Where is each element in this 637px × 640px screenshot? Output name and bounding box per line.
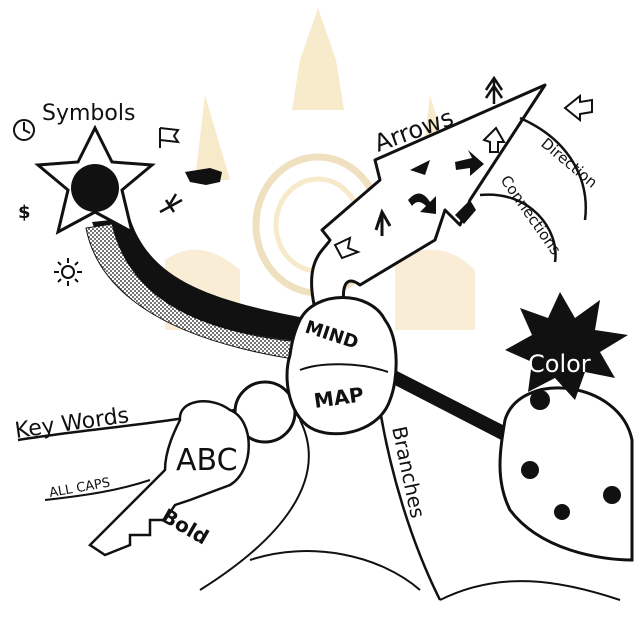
sun-icon bbox=[54, 258, 82, 286]
connections-label: Connections bbox=[497, 172, 565, 258]
direction-label: Direction bbox=[537, 134, 600, 191]
bottom-curve bbox=[440, 581, 620, 600]
arrow-up-double-icon bbox=[486, 78, 502, 104]
clock-icon bbox=[14, 120, 34, 140]
paint-blob bbox=[521, 461, 539, 479]
paint-blob bbox=[603, 486, 621, 504]
dollar-icon: $ bbox=[18, 202, 31, 223]
airplane-icon bbox=[160, 194, 182, 212]
color-starburst bbox=[505, 292, 628, 400]
palette bbox=[500, 388, 632, 560]
star-black-circle bbox=[71, 164, 119, 212]
mind-map-brain bbox=[287, 298, 396, 434]
symbols-label: Symbols bbox=[42, 101, 135, 126]
abc-label: ABC bbox=[176, 443, 238, 478]
paint-blob bbox=[530, 390, 550, 410]
all-caps-label: ALL CAPS bbox=[48, 475, 111, 500]
arrow-block-icon bbox=[565, 96, 592, 120]
color-label: Color bbox=[528, 350, 591, 378]
key-words-label: Key Words bbox=[13, 403, 130, 444]
bottom-curve bbox=[250, 551, 420, 590]
pointing-hand-icon bbox=[185, 168, 222, 185]
paint-blob bbox=[554, 504, 570, 520]
flag-icon bbox=[160, 128, 178, 148]
bold-label: Bold bbox=[158, 504, 213, 550]
